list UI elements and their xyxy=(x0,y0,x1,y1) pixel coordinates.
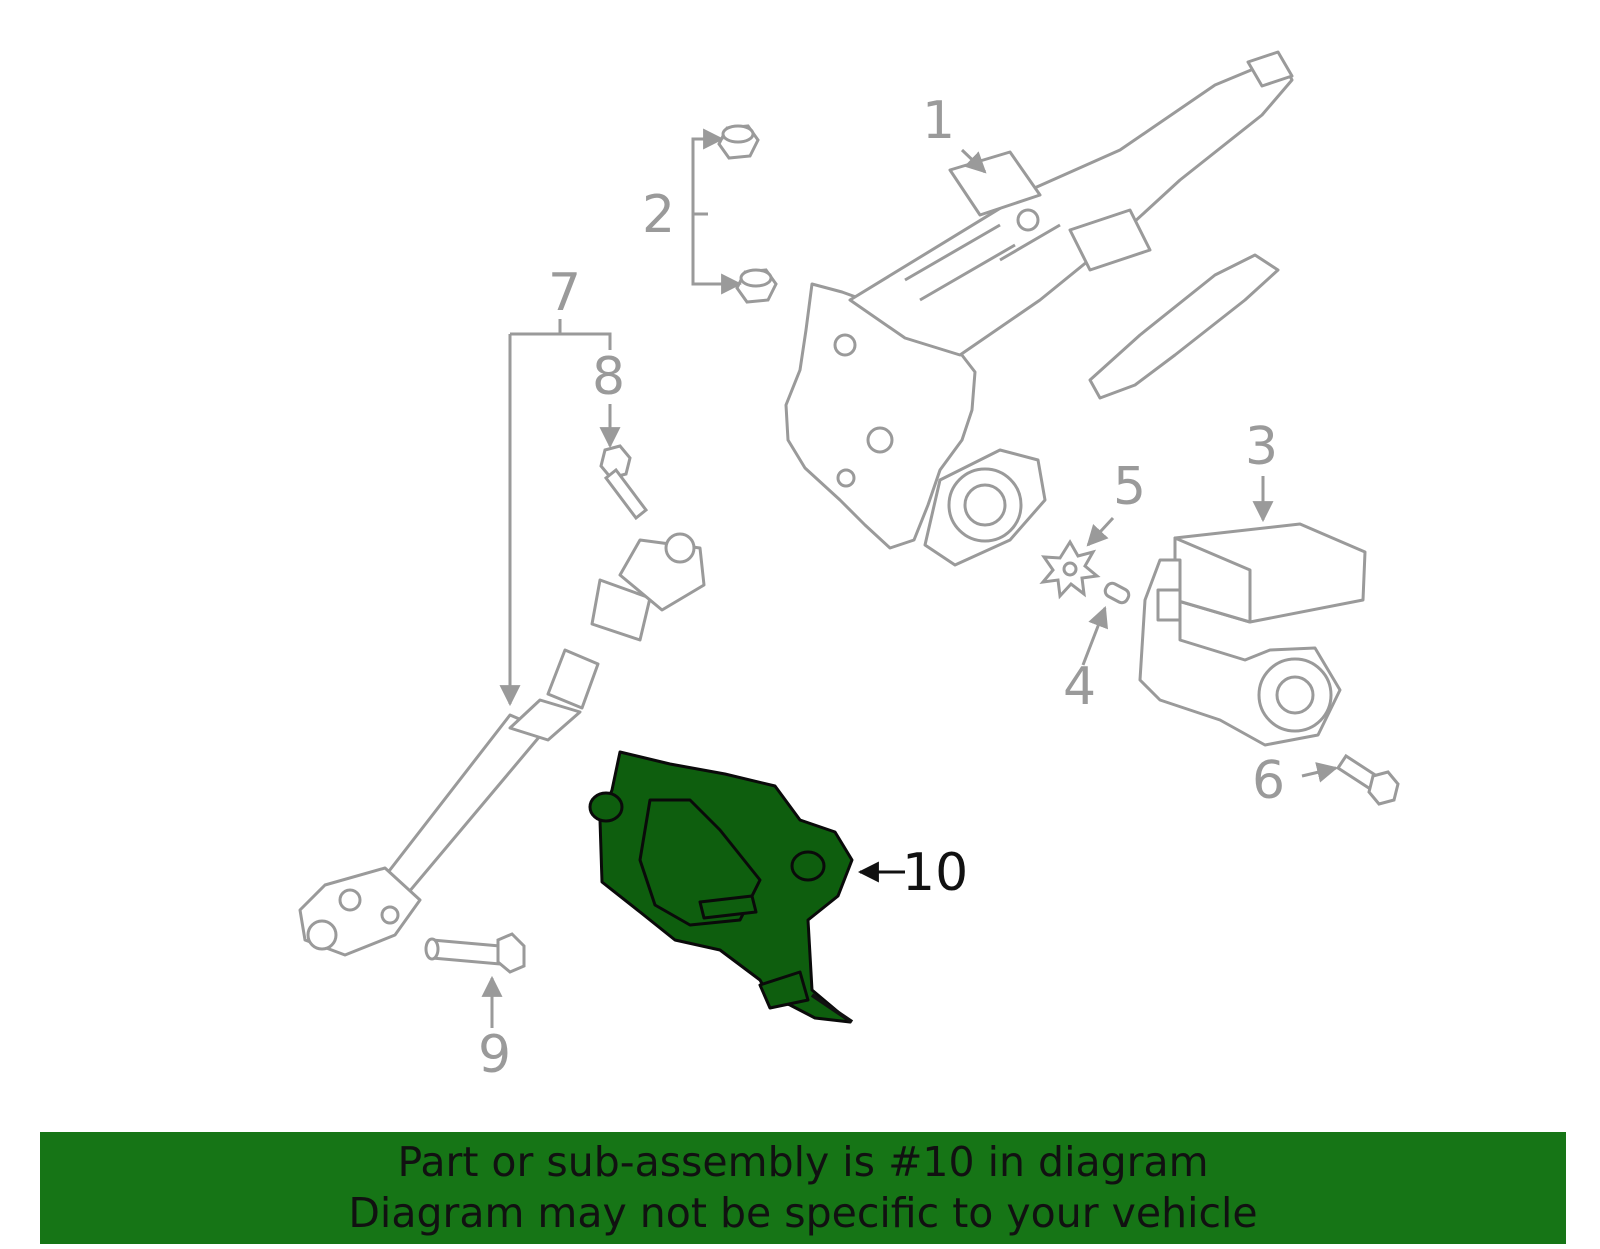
motor-assembly-part xyxy=(1138,522,1367,747)
banner-line-2: Diagram may not be specific to your vehi… xyxy=(348,1189,1258,1237)
callout-2: 2 xyxy=(642,185,675,245)
callout-5: 5 xyxy=(1113,457,1146,517)
callout-1: 1 xyxy=(922,91,955,151)
callout-4: 4 xyxy=(1063,657,1096,717)
steering-column-part xyxy=(784,50,1294,567)
nut-part-lower xyxy=(735,268,778,304)
parts-diagram: 1 2 3 4 5 6 7 8 9 10 xyxy=(298,50,1400,1085)
bolt-part-6 xyxy=(1335,753,1400,806)
info-banner: Part or sub-assembly is #10 in diagram D… xyxy=(40,1132,1566,1244)
callout-6: 6 xyxy=(1252,751,1285,811)
bolt-part-9 xyxy=(424,932,526,974)
highlighted-bracket-part-10[interactable] xyxy=(588,750,854,1024)
nut-part-upper xyxy=(717,124,760,160)
pin-part xyxy=(1103,581,1131,605)
callout-9: 9 xyxy=(478,1025,511,1085)
coupler-part xyxy=(1039,539,1101,600)
bolt-part-8 xyxy=(599,444,649,521)
callout-10: 10 xyxy=(902,843,968,903)
callout-7: 7 xyxy=(548,263,581,323)
callout-8: 8 xyxy=(592,347,625,407)
callout-3: 3 xyxy=(1245,417,1278,477)
banner-line-1: Part or sub-assembly is #10 in diagram xyxy=(397,1138,1209,1186)
leader-lines xyxy=(481,128,1339,1028)
intermediate-shaft-part xyxy=(298,532,706,957)
